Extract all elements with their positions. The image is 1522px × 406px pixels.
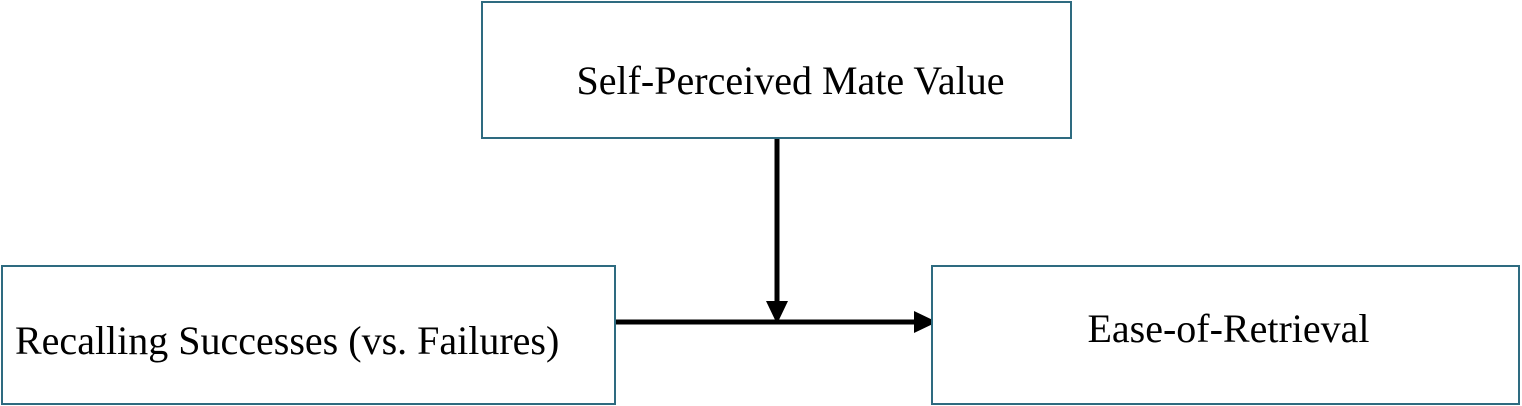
predictor-to-outcome-arrowhead xyxy=(914,311,937,333)
moderator-box: Self-Perceived Mate Value xyxy=(481,1,1072,139)
moderator-label: Self-Perceived Mate Value xyxy=(576,57,1005,103)
outcome-label: Ease-of-Retrieval xyxy=(1087,305,1370,351)
predictor-box: Recalling Successes (vs. Failures) xyxy=(1,265,616,405)
predictor-label: Recalling Successes (vs. Failures) xyxy=(15,317,560,363)
moderator-arrowhead xyxy=(766,301,788,324)
outcome-box: Ease-of-Retrieval xyxy=(931,265,1520,405)
